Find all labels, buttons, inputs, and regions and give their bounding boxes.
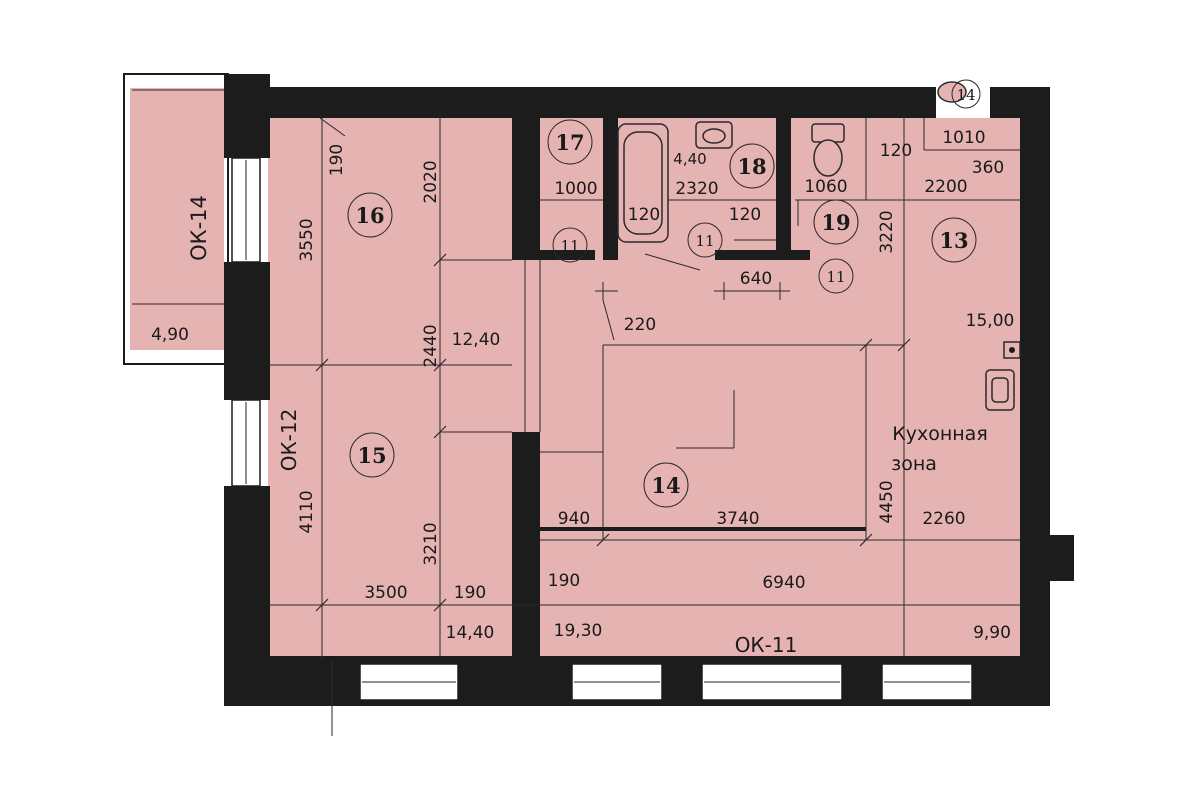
room-13-label: 13 [939, 228, 968, 253]
kitchen-divider [540, 527, 866, 531]
room-14-label: 14 [651, 473, 680, 498]
dimension-lines [268, 117, 1020, 736]
dim-4110: 4110 [297, 490, 317, 533]
dim-3500: 3500 [364, 583, 407, 603]
area-18: 4,40 [673, 150, 706, 168]
partition-a [512, 118, 540, 260]
sink-icon [985, 369, 1015, 411]
bathtub-icon [617, 123, 669, 243]
partition-b [603, 118, 618, 260]
window-label-ok11: ОК-11 [735, 633, 798, 657]
wall-right [1020, 87, 1050, 705]
room-11-label-a: 11 [560, 237, 579, 255]
window-label-ok12: ОК-12 [277, 409, 301, 472]
dim-2440: 2440 [421, 324, 441, 367]
room-18-label: 18 [737, 154, 766, 179]
kitchen-zone-label: Кухонная зона [891, 423, 988, 475]
room-17-label: 17 [555, 130, 584, 155]
toilet-icon [811, 123, 845, 177]
dim-1000: 1000 [554, 179, 597, 199]
room-14-label-small: 14 [956, 86, 975, 104]
window-label-ok14: ОК-14 [187, 195, 211, 261]
area-16: 12,40 [452, 330, 501, 350]
area-kitchen: 9,90 [973, 623, 1011, 643]
dim-640: 640 [740, 269, 772, 289]
partition-f [715, 250, 810, 260]
dim-3550: 3550 [297, 218, 317, 261]
room-11-label-b: 11 [695, 232, 714, 250]
area-balcony: 4,90 [151, 325, 189, 345]
area-13: 15,00 [966, 311, 1015, 331]
dim-1010: 1010 [942, 128, 985, 148]
room-16-label: 16 [355, 203, 384, 228]
dim-190-top: 190 [327, 144, 347, 176]
dim-120-b: 120 [729, 205, 761, 225]
wall-right-stub [1050, 535, 1074, 581]
balcony-outline [123, 73, 229, 365]
balcony [123, 73, 229, 365]
dim-4450: 4450 [877, 480, 897, 523]
dimension-labels: 190 3550 2020 2440 4110 3210 3500 190 10… [297, 128, 1004, 603]
dim-940: 940 [558, 509, 590, 529]
washbasin-icon [695, 121, 733, 149]
dim-6940: 6940 [762, 573, 805, 593]
dim-1060: 1060 [804, 177, 847, 197]
area-14: 19,30 [554, 621, 603, 641]
partition-e [540, 250, 595, 260]
dim-120-c: 120 [880, 141, 912, 161]
partition-c [776, 118, 791, 260]
room-markers: 16 15 14 13 17 18 19 11 11 11 14 [347, 79, 981, 508]
dim-360: 360 [972, 158, 1004, 178]
dim-190-mid: 190 [548, 571, 580, 591]
area-15: 14,40 [446, 623, 495, 643]
dim-2260: 2260 [922, 509, 965, 529]
room-11-label-c: 11 [826, 268, 845, 286]
wall-left-top [224, 74, 270, 158]
dimension-ticks [315, 253, 911, 612]
kitchen-label-line2: зона [891, 453, 937, 475]
dim-2320: 2320 [675, 179, 718, 199]
dim-120-a: 120 [628, 205, 660, 225]
stove-icon [1003, 341, 1021, 359]
wall-top [226, 87, 936, 118]
wall-left-mid [224, 262, 270, 400]
room-19-label: 19 [821, 210, 850, 235]
room-15-label: 15 [357, 443, 386, 468]
dim-3210: 3210 [421, 522, 441, 565]
window-panes [245, 160, 970, 683]
balcony-floor [130, 88, 224, 350]
dim-2200: 2200 [924, 177, 967, 197]
dim-3740: 3740 [716, 509, 759, 529]
dim-190-bottom: 190 [454, 583, 486, 603]
kitchen-label-line1: Кухонная [892, 423, 988, 445]
dim-2020: 2020 [421, 160, 441, 203]
partition-d [512, 432, 540, 658]
dim-220: 220 [624, 315, 656, 335]
area-labels: 4,90 12,40 14,40 19,30 15,00 9,90 4,40 [151, 150, 1014, 643]
dim-3220: 3220 [877, 210, 897, 253]
window-labels: ОК-14 ОК-12 ОК-11 [187, 195, 797, 657]
